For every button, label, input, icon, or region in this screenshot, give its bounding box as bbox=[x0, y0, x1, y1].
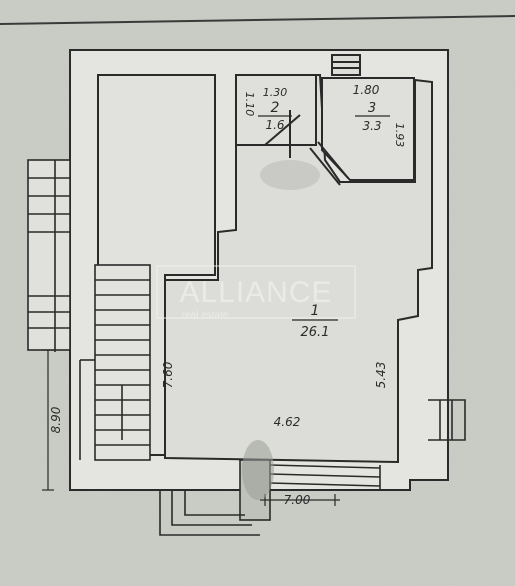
alliance-watermark: ALLIANCE real estate bbox=[156, 265, 356, 321]
room-2-width-label: 1.30 bbox=[263, 86, 288, 99]
room-3-width-label: 1.80 bbox=[353, 83, 380, 97]
vent-top bbox=[331, 54, 361, 76]
room-3-outline bbox=[321, 77, 415, 181]
room-1-left-height-label: 7.60 bbox=[161, 361, 175, 388]
interior-stair bbox=[79, 264, 151, 461]
scan-smudge bbox=[242, 440, 274, 500]
room-3-number: 3 bbox=[368, 101, 376, 116]
outer-width-label: 7.00 bbox=[284, 493, 311, 507]
outer-height-label: 8.90 bbox=[49, 406, 63, 433]
room-3-height-label: 1.93 bbox=[393, 123, 406, 148]
room-3-area: 3.3 bbox=[362, 119, 381, 133]
room-1-number: 1 bbox=[311, 303, 320, 319]
watermark-frame bbox=[156, 265, 356, 319]
dimension-lines bbox=[42, 349, 340, 506]
room-2-area: 1.6 bbox=[265, 118, 284, 132]
watermark-brand: ALLIANCE bbox=[179, 276, 332, 309]
walls bbox=[69, 49, 449, 491]
room-2-height-label: 1.10 bbox=[243, 92, 256, 117]
watermark-tagline: real estate bbox=[182, 310, 229, 321]
right-external-steps bbox=[428, 399, 466, 441]
room-1-outline bbox=[164, 74, 433, 464]
room-1-area: 26.1 bbox=[301, 325, 330, 340]
room-1-bottom-width-label: 4.62 bbox=[274, 415, 301, 429]
scan-smudge-2 bbox=[260, 160, 320, 190]
left-external-stair bbox=[27, 159, 71, 352]
room-1-right-height-label: 5.43 bbox=[374, 362, 388, 389]
room-2-number: 2 bbox=[271, 100, 280, 116]
page-top-rule bbox=[0, 15, 515, 25]
room-2-outline bbox=[235, 74, 317, 146]
